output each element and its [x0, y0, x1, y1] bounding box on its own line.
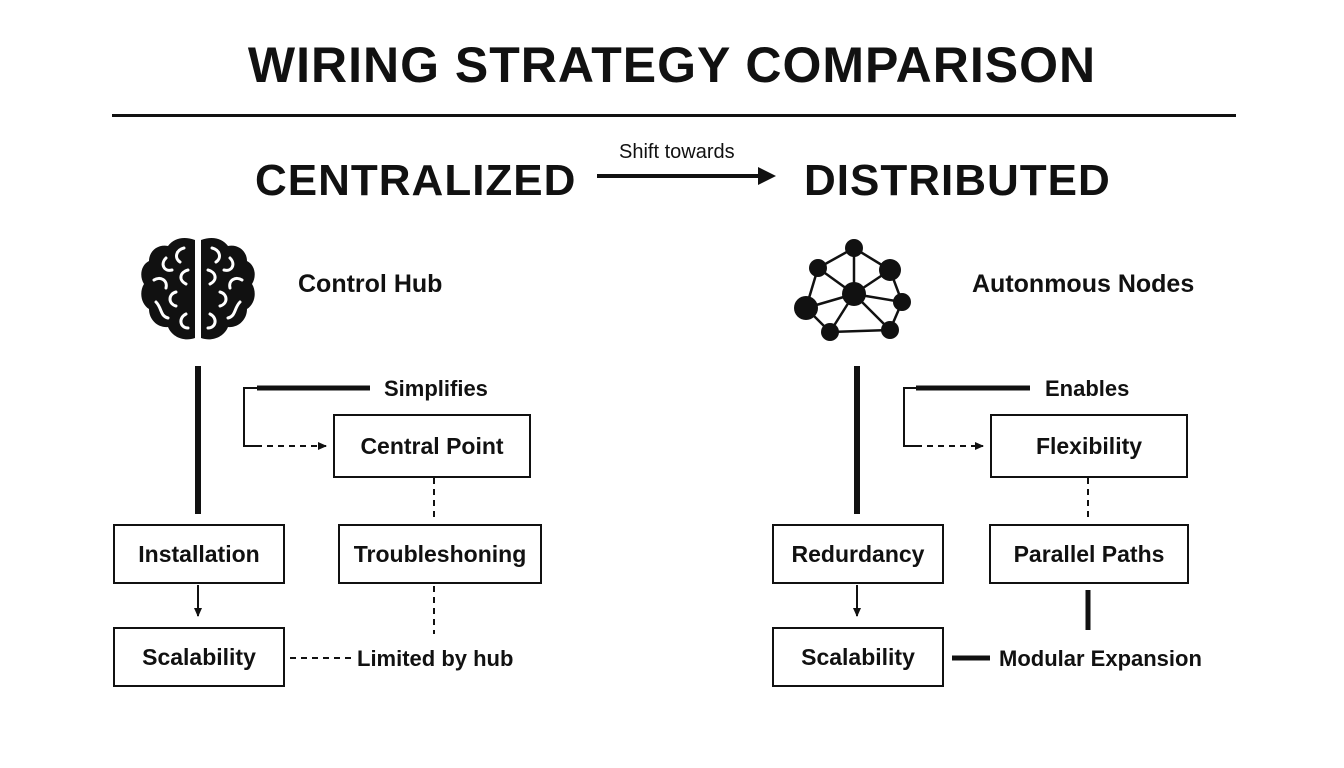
- network-nodes-icon: [794, 239, 911, 341]
- distributed-scalability-box: Scalability: [772, 627, 944, 687]
- modular-expansion-note: Modular Expansion: [999, 646, 1202, 671]
- control-hub-label: Control Hub: [298, 270, 443, 298]
- autonomous-nodes-label: Autonmous Nodes: [972, 270, 1195, 298]
- installation-box: Installation: [113, 524, 285, 584]
- centralized-heading: CENTRALIZED: [255, 156, 577, 205]
- shift-towards-label: Shift towards: [619, 141, 735, 163]
- troubleshooting-box: Troubleshoning: [338, 524, 542, 584]
- simplifies-bracket: [243, 387, 257, 447]
- title-divider: [112, 114, 1236, 117]
- enables-bracket: [903, 387, 916, 447]
- flexibility-box: Flexibility: [990, 414, 1188, 478]
- shift-arrow: [597, 167, 776, 185]
- redundancy-box: Redurdancy: [772, 524, 944, 584]
- limited-by-hub-note: Limited by hub: [357, 646, 514, 671]
- central-point-box: Central Point: [333, 414, 531, 478]
- parallel-paths-box: Parallel Paths: [989, 524, 1189, 584]
- centralized-scalability-box: Scalability: [113, 627, 285, 687]
- page-title: WIRING STRATEGY COMPARISON: [247, 37, 1097, 93]
- simplifies-note: Simplifies: [384, 376, 488, 401]
- distributed-heading: DISTRIBUTED: [804, 156, 1111, 205]
- enables-note: Enables: [1045, 376, 1130, 401]
- brain-icon: [141, 238, 255, 340]
